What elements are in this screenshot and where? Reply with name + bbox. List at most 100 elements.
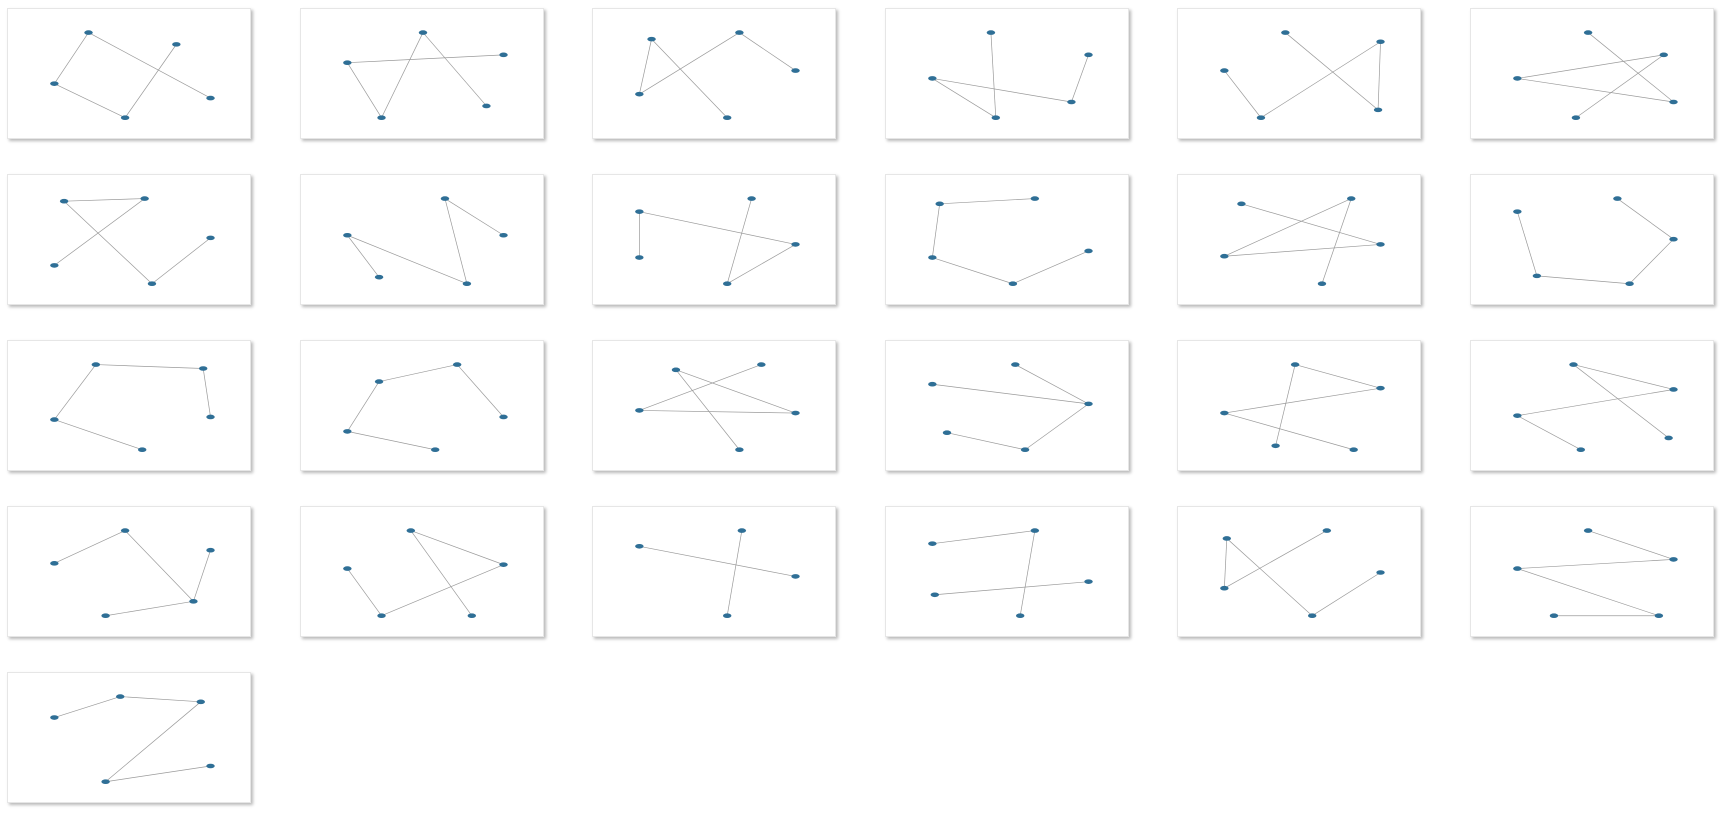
network-graph (50, 694, 215, 785)
network-graph (1220, 196, 1385, 287)
graph-node (1512, 76, 1522, 81)
graph-node (1281, 30, 1290, 35)
graph-node-marker (418, 30, 427, 35)
graph-node-marker (206, 95, 215, 101)
graph-node-marker (498, 232, 508, 238)
graph-node (1654, 613, 1663, 619)
graph-node (206, 763, 215, 769)
graph-edge (54, 32, 89, 84)
graph-node (1220, 585, 1229, 591)
graph-node-marker (1083, 52, 1093, 58)
graph-node-marker (406, 528, 415, 533)
graph-node (1532, 273, 1541, 279)
graph-edge (1572, 364, 1674, 390)
graph-node-marker (723, 115, 732, 121)
graph-node-marker (101, 613, 110, 619)
graph-node (498, 52, 508, 58)
graph-node (206, 95, 215, 101)
graph-panel (1469, 174, 1714, 305)
graph-node-marker (1066, 99, 1076, 105)
graph-node-marker (1349, 447, 1358, 453)
graph-node-marker (1668, 236, 1678, 242)
graph-node (138, 447, 147, 453)
graph-node-marker (635, 209, 644, 214)
graph-edge (202, 368, 211, 418)
graph-node (172, 42, 181, 47)
graph-node (1030, 528, 1039, 533)
graph-node (1308, 613, 1317, 619)
graph-edge (54, 364, 97, 420)
graph-node (91, 362, 101, 367)
graph-edge (939, 198, 1035, 205)
graph-node-marker (1030, 196, 1039, 201)
graph-node (440, 196, 449, 201)
graph-node (196, 699, 205, 705)
graph-edge (990, 32, 996, 118)
network-graph (1512, 362, 1678, 453)
graph-edge (639, 364, 762, 411)
graph-node-marker (1015, 613, 1024, 619)
graph-node-marker (1571, 115, 1580, 121)
network-graph (635, 362, 800, 453)
graph-node (1083, 52, 1093, 58)
graph-node (50, 561, 59, 566)
graph-node-marker (934, 201, 944, 207)
graph-node-marker (1008, 281, 1017, 287)
graph-node-marker (1663, 435, 1673, 441)
graph-node (1583, 30, 1592, 35)
graph-node-marker (481, 103, 491, 109)
graph-edge (1224, 412, 1354, 451)
graph-node (1317, 281, 1327, 287)
graph-node (376, 115, 386, 121)
graph-node (50, 263, 59, 268)
network-graph (342, 196, 508, 287)
graph-node-marker (498, 562, 508, 567)
graph-edge (346, 568, 382, 616)
graph-edge (346, 234, 467, 285)
network-graph (50, 528, 215, 619)
graph-node (635, 408, 644, 413)
graph-node (1237, 201, 1246, 207)
graph-edge (1285, 32, 1379, 111)
graph-node (206, 235, 215, 241)
graph-edge (1019, 530, 1035, 616)
graph-node-marker (1668, 557, 1678, 562)
graph-node (1376, 242, 1385, 247)
graph-node-marker (1347, 196, 1356, 201)
graph-node-marker (1030, 528, 1039, 533)
graph-node (942, 430, 951, 435)
graph-edge (54, 198, 145, 266)
graph-node-marker (1083, 579, 1093, 584)
graph-edge (931, 257, 1013, 285)
graph-node (1376, 39, 1385, 45)
graph-node-marker (1308, 613, 1317, 619)
graph-edge (1575, 54, 1664, 119)
graph-node (927, 541, 937, 546)
graph-node-marker (172, 42, 181, 47)
network-graph (1220, 30, 1385, 121)
graph-node (342, 429, 352, 434)
graph-node-marker (1549, 613, 1558, 619)
graph-node-marker (1612, 196, 1622, 201)
graph-edge (1275, 364, 1296, 446)
graph-panel (884, 8, 1129, 139)
graph-edge (1226, 538, 1313, 616)
graph-node (376, 613, 386, 619)
graph-node-marker (1222, 536, 1231, 541)
graph-node-marker (1668, 387, 1678, 392)
graph-edge (1516, 559, 1674, 569)
graph-node-marker (735, 30, 744, 35)
graph-node-marker (1376, 242, 1385, 247)
graph-node (199, 366, 208, 371)
graph-node-marker (376, 115, 386, 121)
graph-node-marker (635, 91, 644, 97)
graph-node (1083, 401, 1093, 407)
graph-edge (931, 530, 1035, 545)
graph-node (1668, 387, 1678, 392)
network-graph (927, 30, 1093, 121)
graph-edge (422, 32, 487, 107)
graph-node-marker (462, 281, 471, 287)
graph-node (120, 115, 130, 121)
graph-node-marker (1376, 385, 1385, 391)
